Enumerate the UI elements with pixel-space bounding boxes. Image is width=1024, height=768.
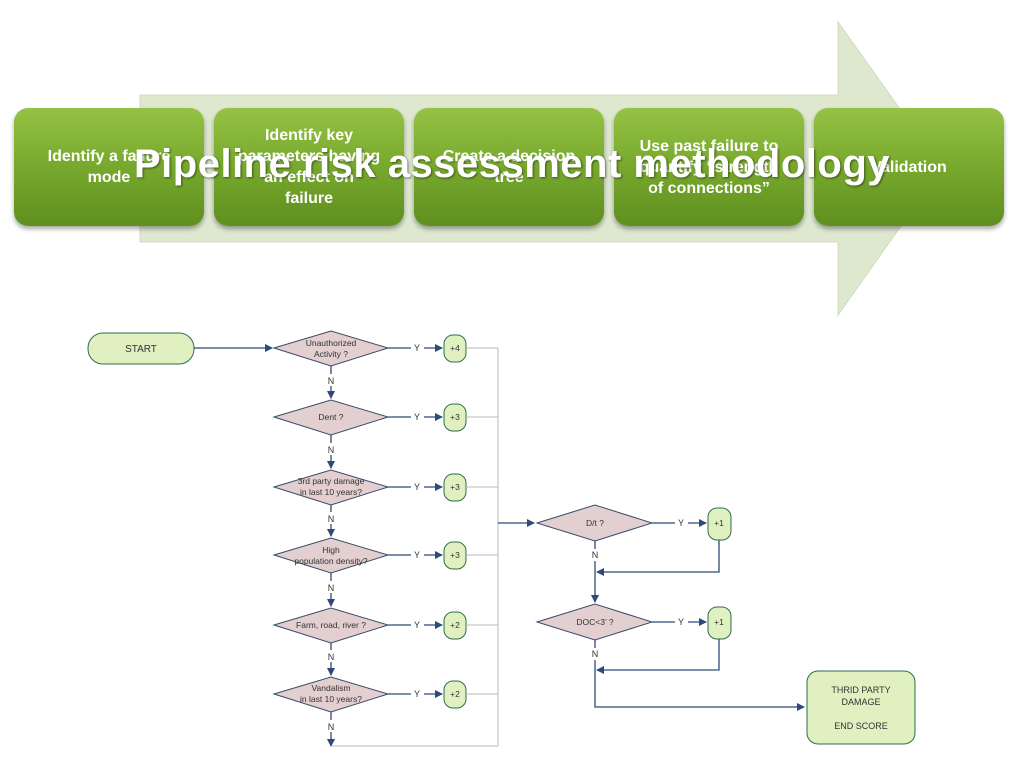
collector-lines (331, 347, 499, 747)
step-3-text: Create a decision tree (442, 148, 576, 186)
step-identify-key-parameters: Identify key parameters having an effect… (214, 108, 404, 226)
svg-text:+3: +3 (450, 412, 460, 422)
right-connectors (591, 519, 805, 711)
svg-text:Y: Y (678, 518, 684, 528)
svg-text:N: N (328, 722, 335, 732)
svg-text:in last 10 years?: in last 10 years? (300, 694, 362, 704)
step-identify-failure-mode: Identify a failure mode (14, 108, 204, 226)
svg-text:Activity ?: Activity ? (314, 349, 348, 359)
decision-farm-road-river: Farm, road, river ? (272, 607, 390, 644)
start-label: START (125, 344, 157, 355)
svg-text:+4: +4 (450, 343, 460, 353)
decision-3rd-party-damage: 3rd party damage in last 10 years? (272, 469, 390, 506)
svg-text:+2: +2 (450, 689, 460, 699)
svg-text:N: N (328, 583, 335, 593)
svg-text:population density?: population density? (294, 556, 368, 566)
end-label-score: END SCORE (834, 721, 888, 731)
svg-text:+1: +1 (714, 518, 724, 528)
step-1-text: Identify a failure mode (47, 148, 171, 186)
step-5-text: Validation (871, 158, 947, 176)
yes-labels: Y Y Y Y Y Y (414, 343, 420, 699)
svg-text:High: High (322, 545, 340, 555)
svg-text:Y: Y (414, 343, 420, 353)
step-use-past-failure: Use past failure to quantify “strength o… (614, 108, 804, 226)
end-terminal: THRID PARTY DAMAGE END SCORE (806, 670, 916, 745)
svg-text:+2: +2 (450, 620, 460, 630)
yes-connectors (388, 344, 443, 698)
svg-text:Y: Y (414, 412, 420, 422)
decision-dt: D/t ? (535, 504, 654, 542)
svg-text:Y: Y (414, 550, 420, 560)
svg-text:+3: +3 (450, 482, 460, 492)
right-flow-labels: Y Y N N (592, 518, 684, 659)
score-pill (707, 606, 732, 640)
svg-text:N: N (328, 514, 335, 524)
score-pills-left: +4 +3 +3 +3 +2 +2 (443, 334, 467, 709)
svg-text:Y: Y (414, 620, 420, 630)
svg-text:N: N (328, 376, 335, 386)
step-4-text: Use past failure to quantify “strength o… (639, 137, 779, 197)
svg-text:Farm, road, river ?: Farm, road, river ? (296, 620, 366, 630)
svg-text:N: N (328, 445, 335, 455)
svg-text:Y: Y (678, 617, 684, 627)
decision-tree-flowchart: START Unauthorized Activity ? Dent ? 3rd… (87, 330, 916, 747)
no-labels: N N N N N N (328, 376, 335, 732)
step-validation: Validation (814, 108, 1004, 226)
svg-text:Vandalism: Vandalism (311, 683, 350, 693)
svg-text:in last 10 years?: in last 10 years? (300, 487, 362, 497)
step-create-decision-tree: Create a decision tree (414, 108, 604, 226)
score-pill (707, 507, 732, 541)
svg-text:3rd party damage: 3rd party damage (298, 476, 365, 486)
end-label-line-1: THRID PARTY (831, 685, 890, 695)
step-2-text: Identify key parameters having an effect… (237, 127, 381, 207)
decision-vandalism: Vandalism in last 10 years? (272, 676, 390, 713)
svg-text:Y: Y (414, 689, 420, 699)
svg-text:Dent ?: Dent ? (318, 412, 343, 422)
svg-text:Y: Y (414, 482, 420, 492)
svg-text:DOC<3’ ?: DOC<3’ ? (576, 617, 614, 627)
svg-text:Unauthorized: Unauthorized (306, 338, 357, 348)
svg-text:D/t ?: D/t ? (586, 518, 604, 528)
decision-doc: DOC<3’ ? (535, 603, 654, 641)
svg-text:N: N (328, 652, 335, 662)
decision-unauthorized-activity: Unauthorized Activity ? (272, 330, 390, 367)
decision-high-population-density: High population density? (272, 537, 390, 574)
svg-text:+3: +3 (450, 550, 460, 560)
svg-text:+1: +1 (714, 617, 724, 627)
svg-text:N: N (592, 649, 599, 659)
score-pills-right: +1 +1 (707, 507, 732, 640)
end-label-line-2: DAMAGE (841, 697, 880, 707)
decision-dent: Dent ? (272, 399, 390, 436)
svg-text:N: N (592, 550, 599, 560)
slide-title: Pipeline risk assessment methodology (133, 142, 891, 186)
